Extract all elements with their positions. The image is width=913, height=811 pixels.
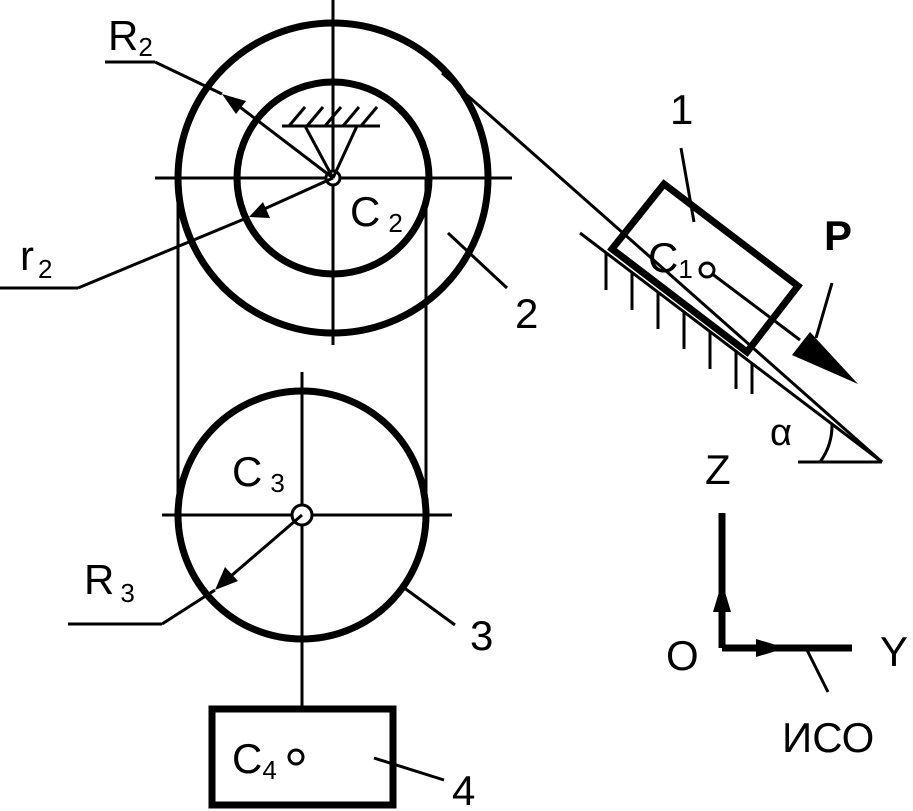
radius-R3 [68, 513, 303, 626]
body-3-leader [402, 585, 456, 627]
support-hatch [359, 106, 379, 127]
block-1-center-c1 [698, 261, 716, 279]
label-body-2: 2 [515, 290, 538, 337]
radius-R2 [105, 60, 334, 180]
pulley-2-inner-rim [233, 78, 433, 278]
block-1-leader [679, 147, 696, 223]
R3-radius-line [223, 513, 303, 584]
force-P-leader [814, 282, 834, 339]
block-4 [208, 705, 397, 809]
pulley-3-rim [174, 387, 430, 643]
support-strut-right [331, 125, 359, 179]
R2-radius-line [231, 99, 334, 180]
body-4-leader [373, 756, 445, 782]
label-force-P: P [824, 212, 852, 259]
R3-arrowhead [215, 567, 238, 590]
R2-leader [154, 60, 223, 96]
inclined-plane [579, 231, 883, 464]
z-axis-arrowhead [713, 582, 731, 612]
radius-r2 [0, 176, 334, 290]
y-axis-arrowhead [756, 639, 786, 657]
label-origin-O: O [666, 632, 699, 679]
block-1 [607, 147, 858, 384]
r2-leader [77, 215, 250, 290]
support-hatch [323, 106, 343, 127]
label-body-4: 4 [452, 767, 475, 811]
label-axis-Y: Y [880, 628, 908, 675]
frame-leader [804, 647, 830, 693]
body-2-leader [446, 231, 509, 290]
support-hatch [341, 106, 361, 127]
label-body-1: 1 [670, 86, 693, 133]
label-axis-Z: Z [705, 446, 731, 493]
pulley-3 [162, 372, 452, 708]
label-C1: C1 [648, 234, 693, 284]
force-line [706, 268, 801, 342]
rope-incline [441, 71, 883, 464]
coordinate-frame [713, 513, 852, 693]
support-hatch [305, 106, 325, 127]
label-angle-alpha: α [770, 412, 792, 454]
label-R2: R2 [108, 12, 153, 62]
label-body-3: 3 [470, 612, 493, 659]
pulley-2 [155, 0, 512, 345]
incline-surface [579, 231, 883, 464]
r2-radius-line [261, 176, 334, 212]
force-P-arrowhead [792, 332, 858, 384]
support-strut-left [303, 125, 335, 179]
block-4-body [208, 705, 397, 809]
block-1-body [607, 179, 803, 357]
R3-leader [161, 588, 216, 626]
label-frame-ISO: ИСО [782, 714, 874, 761]
r2-arrowhead [249, 202, 270, 218]
support-hatch [287, 106, 307, 127]
R2-arrowhead [222, 94, 246, 114]
angle-alpha-arc [818, 423, 834, 463]
block-4-center-c4 [287, 748, 305, 766]
fixed-support [282, 106, 380, 179]
label-C4: C4 [232, 735, 277, 785]
